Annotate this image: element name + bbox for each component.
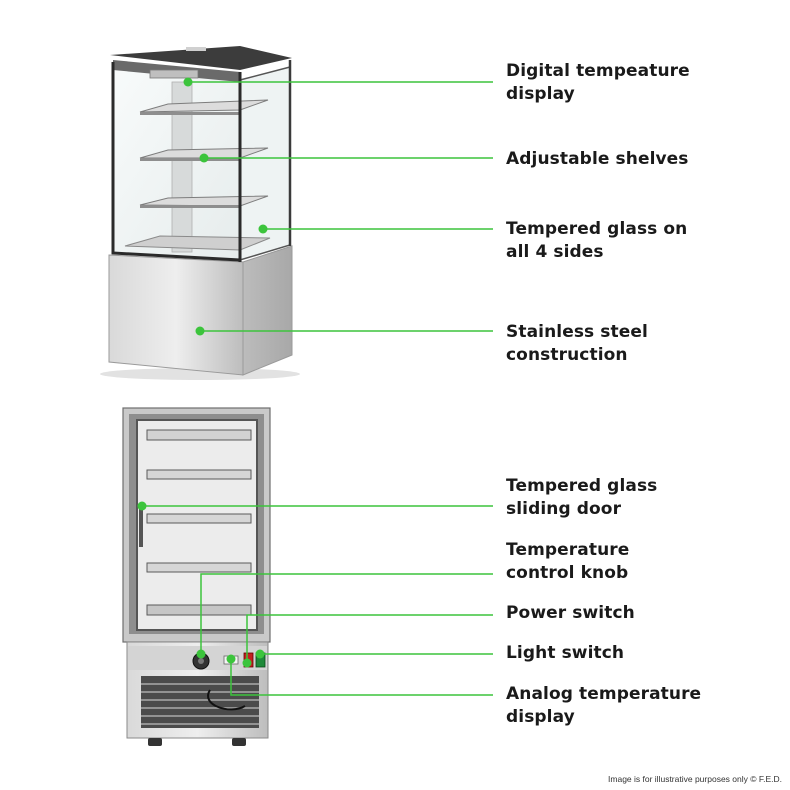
shelves-front-cabinet [146,429,252,616]
label-adjustable-shelves: Adjustable shelves [506,149,689,169]
callout-dot-sliding-door [137,501,147,511]
label-temperature-control-knob: Temperature control knob [506,540,630,583]
label-light-switch: Light switch [506,643,625,663]
display-cabinet-front [122,407,271,746]
sliding-door-glass [136,419,258,631]
label-tempered-glass-sliding-door: Tempered glass sliding door [506,476,658,519]
door-handle [139,505,143,547]
callout-dot-power-switch [242,658,252,668]
callout-line-analog-display [230,659,493,696]
label-power-switch: Power switch [506,603,635,623]
footnote: Image is for illustrative purposes only … [608,774,782,784]
shelves-top-cabinet [139,99,269,208]
callout-dot-digital-display [183,77,193,87]
label-digital-temperature-display: Digital tempeature display [506,61,690,104]
callout-dot-analog-display [226,654,236,664]
stainless-base [108,254,244,376]
callout-line-power-switch [246,614,493,663]
digital-display-housing [149,69,199,79]
callout-dot-knob [196,649,206,659]
callout-dots [137,77,268,668]
callout-line-knob [200,573,493,654]
callout-lines [142,81,493,696]
display-cabinet-perspective [100,46,300,380]
callout-dot-glass-sides [258,224,268,234]
vent-grille [141,676,259,728]
label-tempered-glass-sides: Tempered glass on all 4 sides [506,219,688,262]
callout-dot-stainless [195,326,205,336]
callout-dot-light-switch [255,649,265,659]
callout-dot-shelves [199,153,209,163]
label-analog-temperature-display: Analog temperature display [506,684,702,727]
label-stainless-steel-construction: Stainless steel construction [506,322,648,365]
